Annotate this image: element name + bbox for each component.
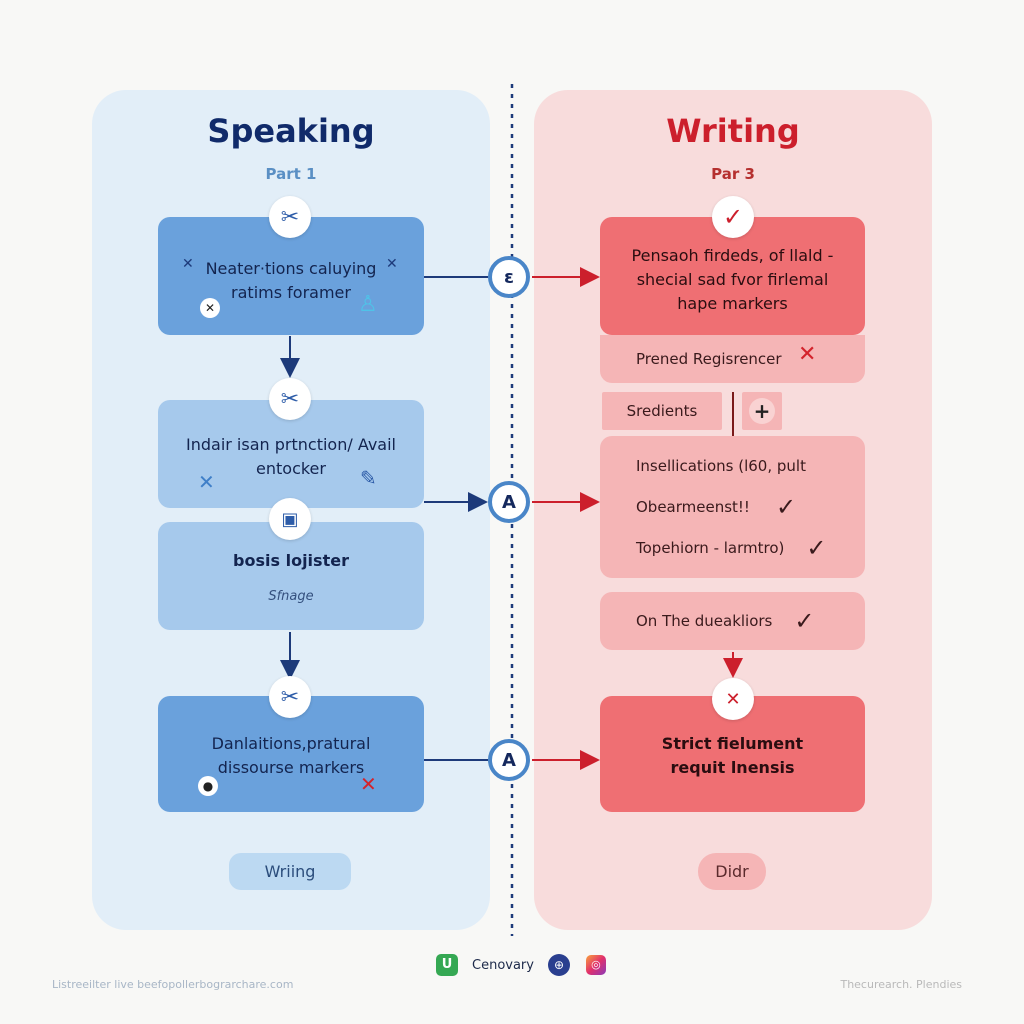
- list-item-text: Insellications (l60, pult: [636, 457, 806, 476]
- list-item-text: Topehiorn - larmtro): [636, 538, 785, 557]
- x-mark-icon: ✕: [386, 256, 398, 272]
- writing-box-2[interactable]: Insellications (l60, pult Obearmeenst!! ✓…: [600, 436, 865, 578]
- briefcase-icon: ▣: [269, 498, 311, 540]
- writing-box-3-text: On The dueakliors: [636, 612, 773, 630]
- camera-icon: ◎: [585, 955, 606, 975]
- speaking-box-3-text: bosis lojister: [233, 551, 349, 570]
- writing-title: Writing: [666, 112, 800, 150]
- list-item: Obearmeenst!! ✓: [636, 487, 796, 528]
- x-mark-icon: ✕: [182, 256, 194, 272]
- brand-row: U Cenovary ⊕ ◎: [436, 954, 606, 976]
- writing-box-3[interactable]: On The dueakliors ✓: [600, 592, 865, 650]
- writing-box-1-footer[interactable]: Prened Regisrencer: [600, 335, 865, 383]
- speaking-subtitle: Part 1: [265, 165, 317, 183]
- x-circle-icon: ✕: [200, 298, 220, 318]
- speaking-box-3[interactable]: bosis lojister Sfnage: [158, 522, 424, 630]
- list-item: Topehiorn - larmtro) ✓: [636, 527, 826, 568]
- hub-node-1[interactable]: ε: [488, 256, 530, 298]
- brand-name: Cenovary: [472, 957, 534, 973]
- writing-box-1-sub: Prened Regisrencer: [636, 350, 782, 368]
- writing-subtitle: Par 3: [711, 165, 755, 183]
- check-icon: ✓: [806, 533, 827, 562]
- speaking-title: Speaking: [207, 112, 375, 150]
- tools-icon: ✂: [269, 676, 311, 718]
- globe-icon: ⊕: [547, 954, 570, 976]
- check-icon: ✓: [794, 607, 815, 635]
- check-icon: ✓: [712, 196, 754, 238]
- hub-node-2[interactable]: A: [488, 481, 530, 523]
- speaking-box-3-sub: Sfnage: [268, 589, 314, 604]
- add-icon[interactable]: +: [742, 392, 782, 430]
- list-item-text: Obearmeenst!!: [636, 498, 750, 516]
- logo-icon: U: [436, 954, 458, 976]
- speaking-footer-pill[interactable]: Wriing: [229, 853, 351, 890]
- writing-box-4-text: Strict fielument requit lnensis: [661, 734, 804, 777]
- writing-box-1-text: Pensaoh firdeds, of llald - shecial sad …: [631, 246, 834, 313]
- person-icon: ♙: [358, 292, 378, 317]
- x-mark-icon: ✕: [712, 678, 754, 720]
- footer-right-text: Thecurearch. Plendies: [840, 978, 962, 991]
- footer-left-text: Listreeilter live beefopollerbograrchare…: [52, 978, 294, 991]
- check-icon: ✓: [775, 493, 797, 521]
- edit-icon: ✎: [360, 466, 377, 490]
- writing-footer-pill[interactable]: Didr: [698, 853, 766, 890]
- x-mark-icon: ✕: [198, 470, 215, 494]
- list-item: Insellications (l60, pult: [636, 446, 806, 487]
- hub-node-3[interactable]: A: [488, 739, 530, 781]
- x-mark-icon: ✕: [798, 342, 817, 367]
- x-mark-icon: ✕: [360, 772, 377, 796]
- speaking-box-2-text: Indair isan prtnction/ Avail entocker: [186, 435, 396, 478]
- speaking-box-4-text: Danlaitions,pratural dissourse markers: [211, 734, 371, 777]
- speaking-box-1-text: Neater·tions caluying ratims foramer: [205, 259, 377, 302]
- tools-icon: ✂: [269, 378, 311, 420]
- dot-circle-icon: ●: [198, 776, 218, 796]
- tools-icon: ✂: [269, 196, 311, 238]
- writing-tag[interactable]: Sredients: [602, 392, 722, 430]
